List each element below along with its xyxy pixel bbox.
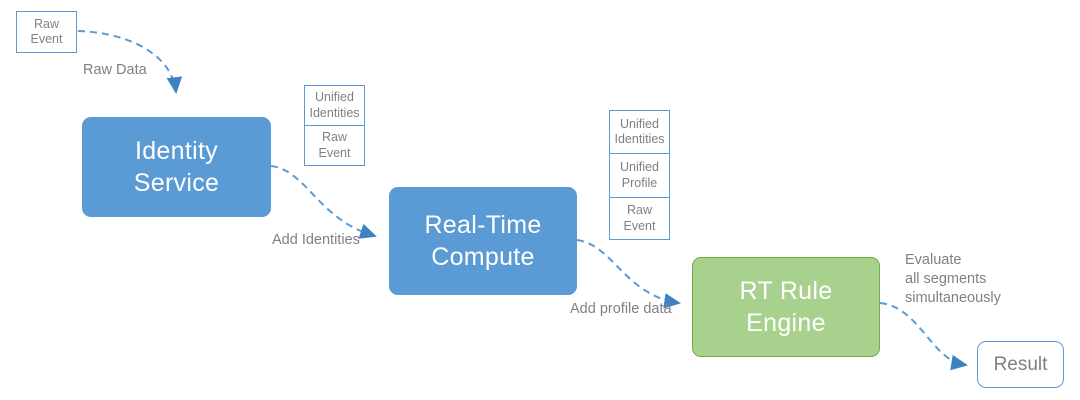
edge-label-add-profile-data: Add profile data <box>570 301 672 317</box>
node-realtime-compute-label: Real-Time Compute <box>424 211 542 271</box>
node-raw-event-source[interactable]: Raw Event <box>16 11 77 53</box>
payload-cell: Raw Event <box>609 198 670 240</box>
edge-add-profile-data-path <box>576 239 681 309</box>
node-rt-rule-engine[interactable]: RT Rule Engine <box>692 257 880 357</box>
edge-label-evaluate-segments: Evaluate all segments simultaneously <box>905 252 1001 307</box>
payload-cell: Unified Identities <box>609 110 670 154</box>
payload-stack-after-realtime-compute: Unified Identities Unified Profile Raw E… <box>609 110 670 240</box>
node-raw-event-source-label: Raw Event <box>30 16 63 46</box>
payload-cell: Unified Profile <box>609 154 670 198</box>
node-identity-service-label: Identity Service <box>133 137 220 197</box>
edge-evaluate-segments-path <box>879 302 968 371</box>
node-realtime-compute[interactable]: Real-Time Compute <box>389 187 577 295</box>
payload-stack-after-identity-service: Unified Identities Raw Event <box>304 85 365 166</box>
edge-label-raw-data: Raw Data <box>83 62 147 78</box>
node-identity-service[interactable]: Identity Service <box>82 117 271 217</box>
payload-cell: Raw Event <box>304 126 365 166</box>
edge-label-add-identities: Add Identities <box>272 232 360 248</box>
node-result-label: Result <box>993 353 1048 375</box>
edge-add-identities-path <box>270 165 377 239</box>
node-rt-rule-engine-label: RT Rule Engine <box>739 277 833 337</box>
payload-cell: Unified Identities <box>304 85 365 126</box>
node-result[interactable]: Result <box>977 341 1064 388</box>
